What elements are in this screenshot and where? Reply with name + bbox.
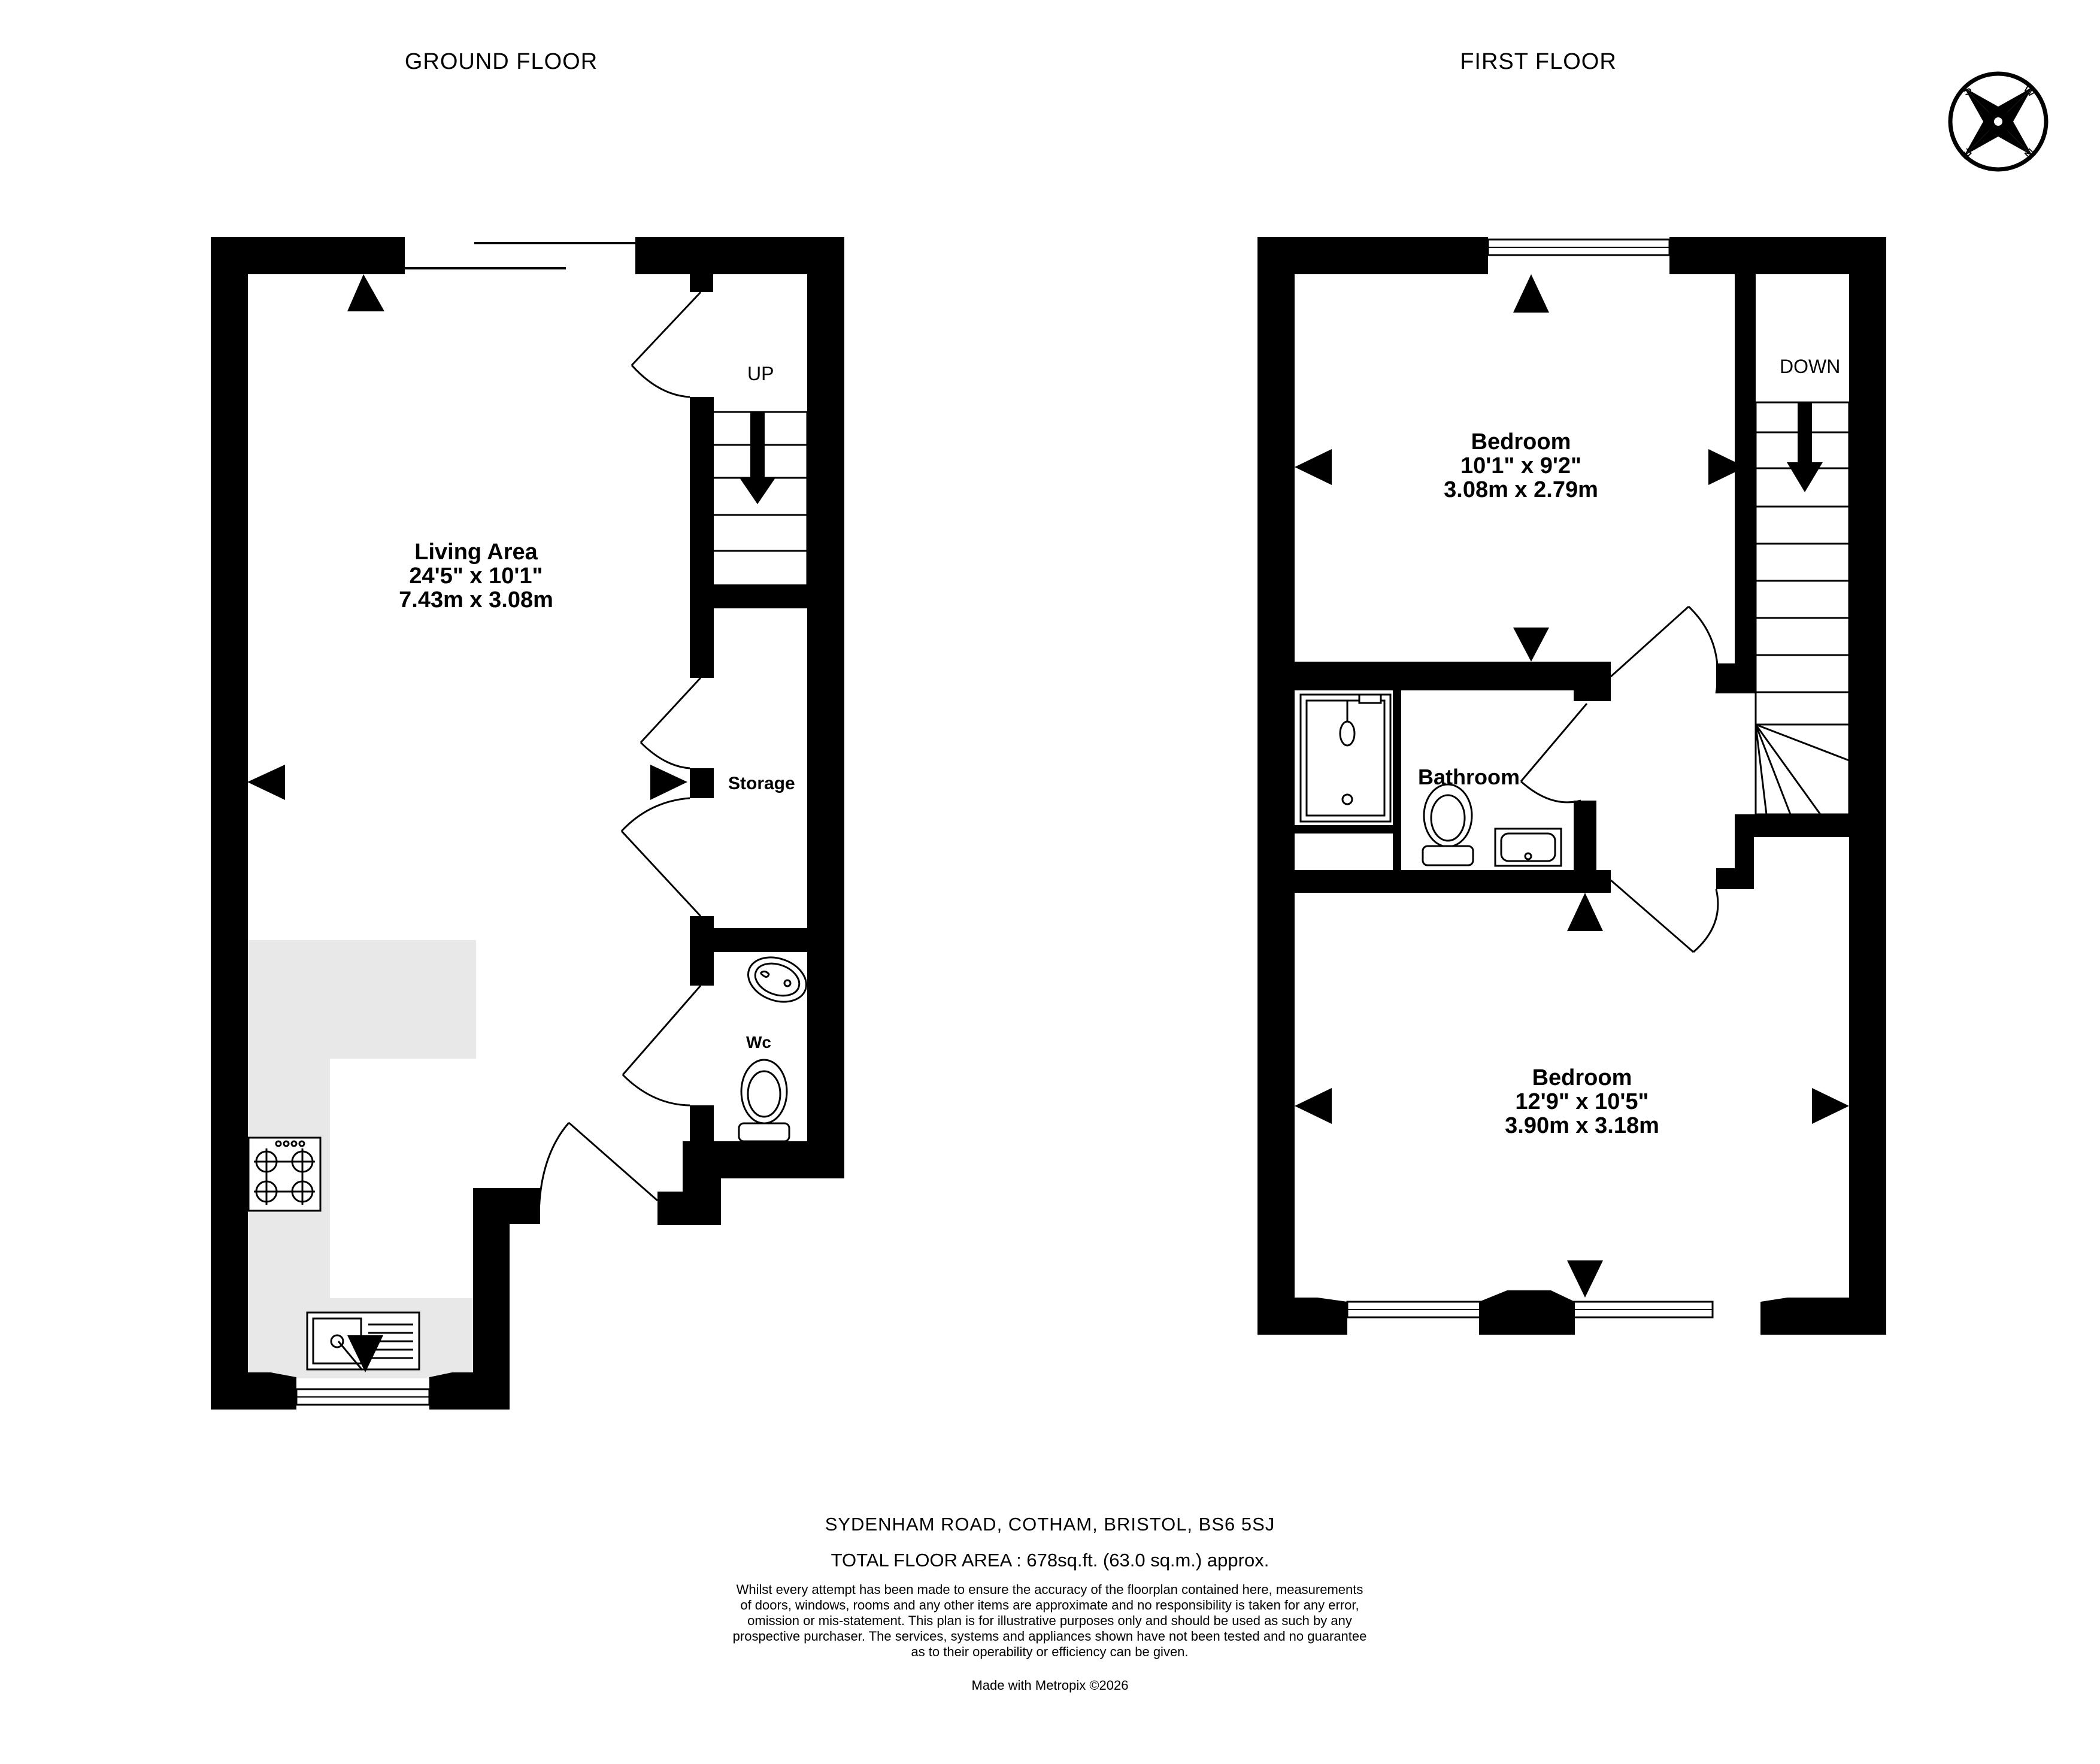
bedroom-front-imperial: 12'9" x 10'5" xyxy=(1515,1089,1649,1114)
disclaimer-text: Whilst every attempt has been made to en… xyxy=(732,1582,1367,1659)
bedroom-front-label: Bedroom 12'9" x 10'5" 3.90m x 3.18m xyxy=(1444,1066,1720,1138)
bedroom-rear-metric: 3.08m x 2.79m xyxy=(1444,477,1598,502)
stairs-down-label: DOWN xyxy=(1780,356,1841,377)
bedroom-front-metric: 3.90m x 3.18m xyxy=(1505,1113,1659,1138)
ground-view-arrows xyxy=(247,274,687,1372)
living-area-metric: 7.43m x 3.08m xyxy=(399,587,553,613)
bathroom-label: Bathroom xyxy=(1418,765,1520,789)
first-floor-title: FIRST FLOOR xyxy=(1460,49,1617,74)
first-floor-walls xyxy=(1257,237,1886,1335)
ground-floor xyxy=(211,237,844,1410)
metropix-credit: Made with Metropix ©2026 xyxy=(971,1678,1129,1693)
bath-shower xyxy=(1299,693,1392,823)
bedroom-rear-imperial: 10'1" x 9'2" xyxy=(1460,453,1582,478)
first-floor xyxy=(1257,237,1886,1335)
bedroom-rear-name: Bedroom xyxy=(1471,429,1571,454)
storage-label: Storage xyxy=(728,774,795,793)
stairs-arrow-ground xyxy=(740,412,775,504)
wc-label: Wc xyxy=(746,1033,771,1051)
living-area-label: Living Area 24'5" x 10'1" 7.43m x 3.08m xyxy=(338,540,614,612)
stairs-arrow-first xyxy=(1787,402,1823,492)
stairs-up-label: UP xyxy=(747,363,774,384)
compass-rose: S W N E xyxy=(1948,71,2049,172)
first-view-arrows xyxy=(1295,274,1849,1298)
bedroom-front-name: Bedroom xyxy=(1532,1065,1632,1090)
living-area-imperial: 24'5" x 10'1" xyxy=(409,563,543,589)
kitchen-floor-area xyxy=(247,940,476,1378)
ground-floor-title: GROUND FLOOR xyxy=(404,49,598,74)
wc-basin xyxy=(747,956,807,1003)
bedroom-rear-label: Bedroom 10'1" x 9'2" 3.08m x 2.79m xyxy=(1383,430,1659,502)
wc-toilet xyxy=(738,1059,790,1142)
first-floor-doors xyxy=(1520,605,1719,953)
property-address: SYDENHAM ROAD, COTHAM, BRISTOL, BS6 5SJ xyxy=(825,1514,1275,1535)
front-window-ground xyxy=(271,1372,452,1410)
rear-window-first xyxy=(1465,237,1701,274)
ground-doors xyxy=(538,291,702,1225)
ground-floor-walls xyxy=(211,237,844,1410)
living-area-name: Living Area xyxy=(414,539,538,565)
cooker-hob xyxy=(247,1136,322,1212)
total-floor-area: TOTAL FLOOR AREA : 678sq.ft. (63.0 sq.m.… xyxy=(831,1550,1269,1571)
bathroom-basin xyxy=(1494,828,1562,867)
patio-sliding-door xyxy=(405,242,635,269)
bathroom-toilet xyxy=(1422,783,1474,866)
front-windows-first xyxy=(1317,1290,1787,1335)
